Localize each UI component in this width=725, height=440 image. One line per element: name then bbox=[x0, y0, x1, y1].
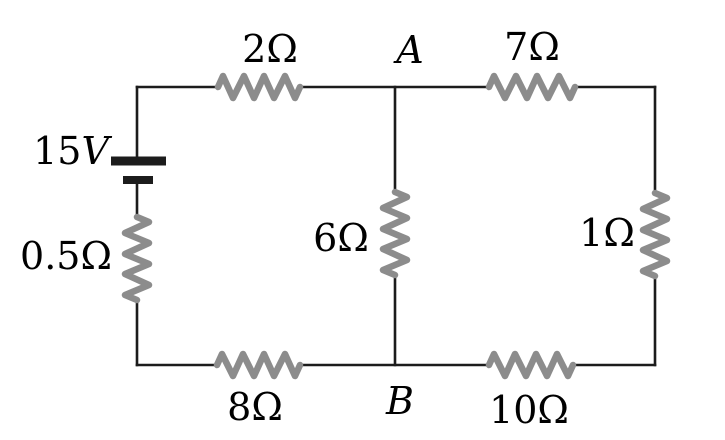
resistor-label-bottom-right: 10Ω bbox=[489, 388, 569, 432]
resistor-label-right: 1Ω bbox=[579, 211, 635, 255]
resistor-top-right-zigzag bbox=[485, 72, 579, 102]
resistor-label-top-right: 7Ω bbox=[504, 25, 560, 69]
node-label-a: A bbox=[396, 28, 424, 72]
source-voltage-value: 15 bbox=[33, 129, 82, 173]
resistor-top-left-zigzag bbox=[214, 72, 304, 102]
resistor-bottom-left-zigzag bbox=[213, 350, 304, 380]
node-label-b: B bbox=[386, 379, 414, 423]
resistor-label-bottom-left: 8Ω bbox=[227, 385, 283, 429]
battery-symbol bbox=[111, 156, 166, 184]
resistor-left-zigzag bbox=[121, 213, 153, 304]
resistor-middle-zigzag bbox=[379, 188, 411, 279]
resistor-bottom-right-zigzag bbox=[485, 350, 577, 380]
source-voltage-label: 15V bbox=[33, 132, 109, 170]
resistor-label-top-left: 2Ω bbox=[242, 27, 298, 71]
source-voltage-unit: V bbox=[81, 129, 109, 173]
resistor-label-left: 0.5Ω bbox=[20, 234, 112, 278]
resistor-right-zigzag bbox=[639, 189, 671, 280]
resistor-label-middle: 6Ω bbox=[313, 216, 369, 260]
